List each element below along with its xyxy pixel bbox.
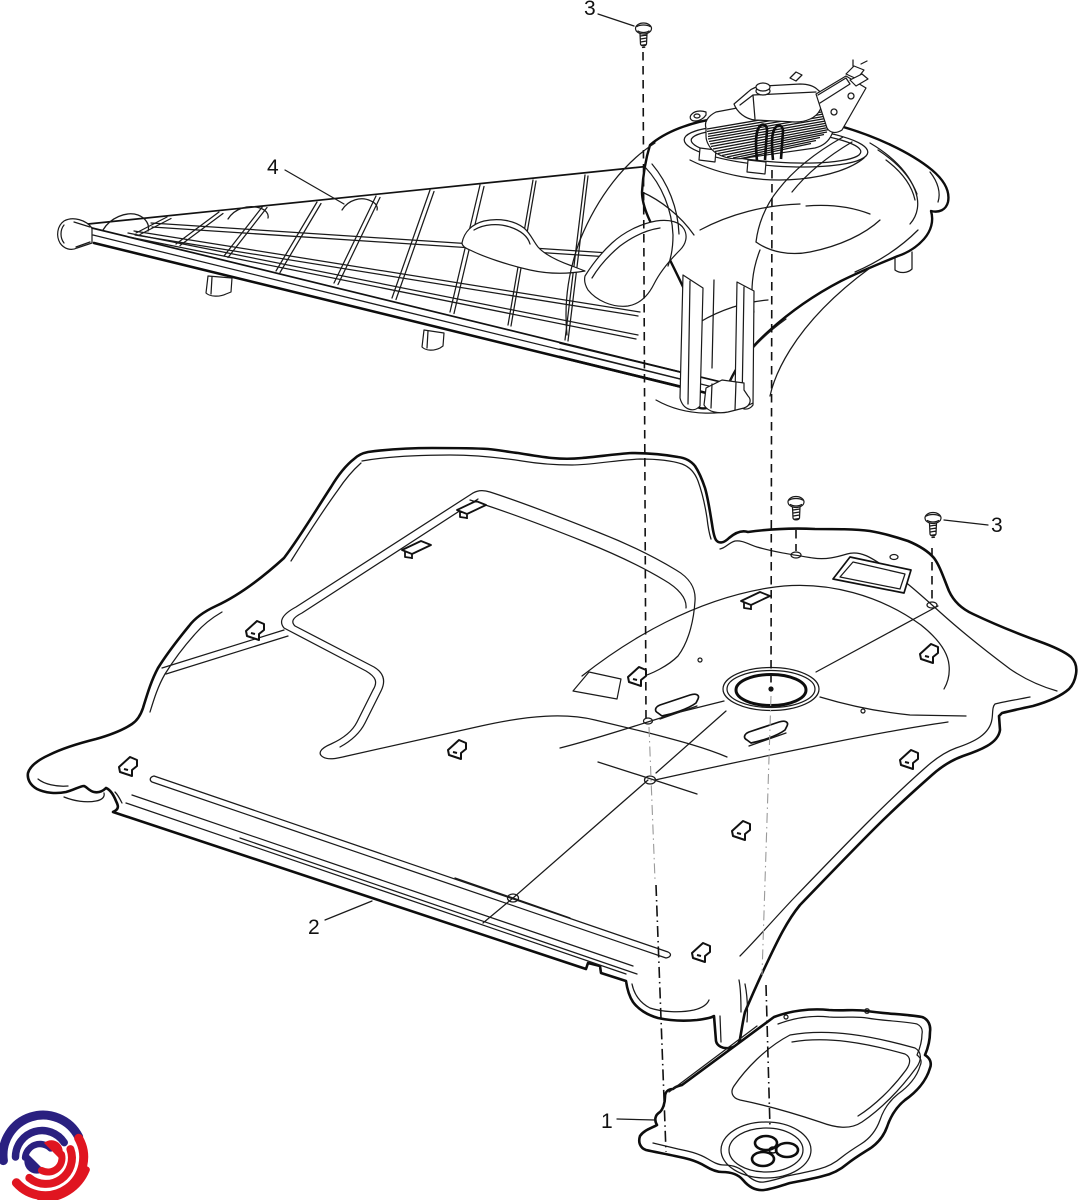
svg-text:2: 2 (308, 916, 320, 939)
svg-text:3: 3 (991, 514, 1003, 537)
svg-text:1: 1 (601, 1110, 613, 1133)
svg-text:4: 4 (267, 156, 279, 179)
svg-text:3: 3 (584, 0, 596, 20)
